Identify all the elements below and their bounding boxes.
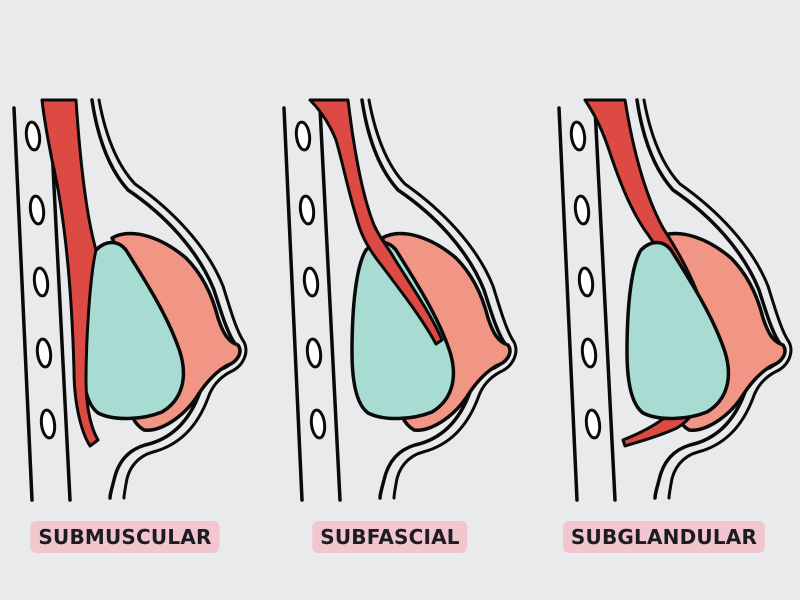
- label-subfascial: SUBFASCIAL: [312, 521, 468, 553]
- ribcage-icon: [557, 106, 617, 502]
- ribcage-icon: [282, 106, 342, 502]
- panel-subglandular: [557, 98, 793, 502]
- panel-subfascial: [282, 98, 518, 502]
- label-subglandular: SUBGLANDULAR: [562, 521, 766, 553]
- label-submuscular: SUBMUSCULAR: [30, 521, 220, 553]
- panel-submuscular: [12, 98, 248, 502]
